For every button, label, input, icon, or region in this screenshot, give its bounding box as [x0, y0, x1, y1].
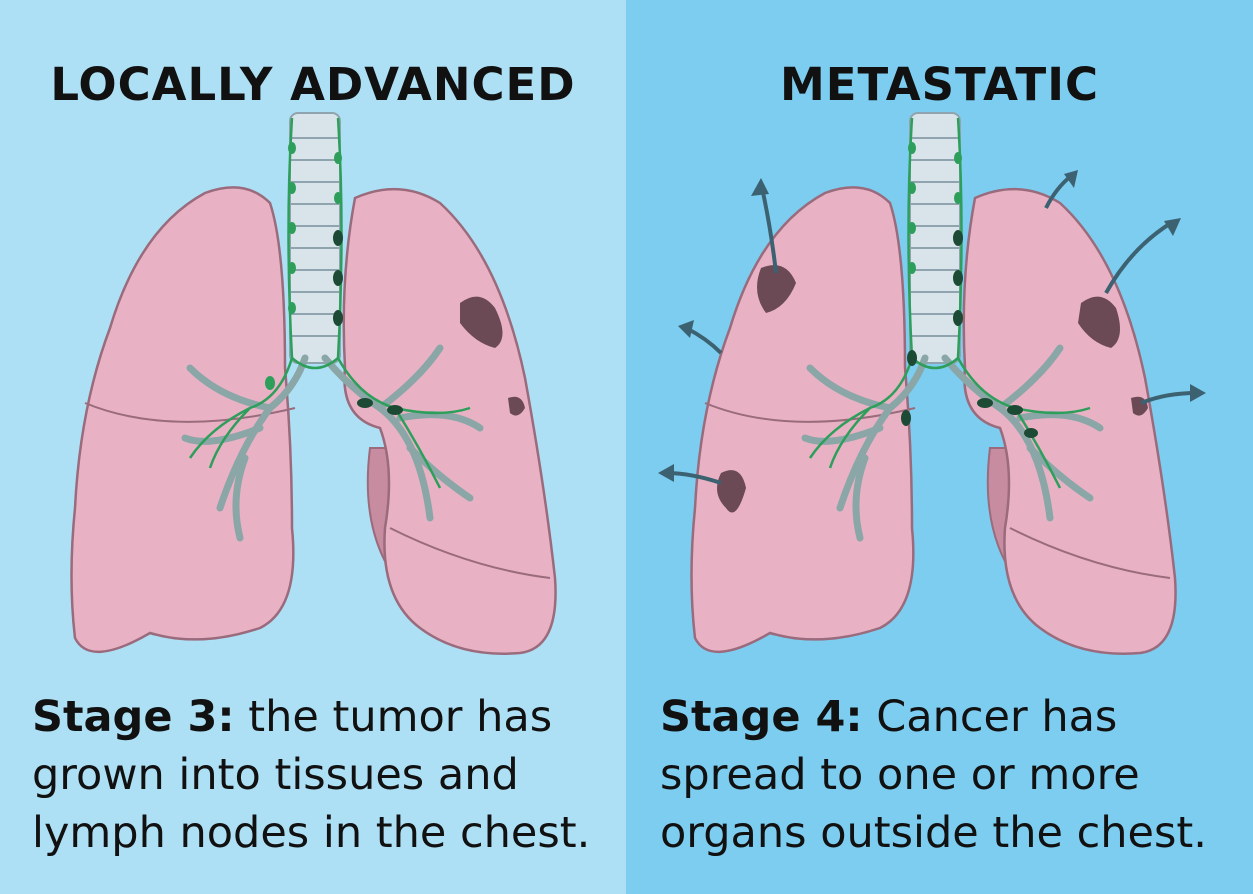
- stage3-caption: Stage 3: the tumor has grown into tissue…: [32, 688, 612, 862]
- tumor-lower-right-lung: [717, 470, 746, 513]
- stage4-caption: Stage 4: Cancer has spread to one or mor…: [660, 688, 1240, 862]
- trachea: [909, 112, 961, 364]
- affected-lymph-nodes: [333, 230, 403, 415]
- bronchi: [181, 344, 484, 542]
- left-lung: [342, 187, 557, 655]
- trachea: [289, 112, 341, 364]
- tumor-upper-right-lung: [757, 265, 796, 313]
- bronchi: [801, 344, 1104, 542]
- stage4-panel: METASTATIC: [626, 0, 1253, 894]
- lymph-nodes: [908, 142, 962, 274]
- stage4-title: METASTATIC: [780, 58, 1099, 111]
- stage3-panel: LOCALLY ADVANCED: [0, 0, 626, 894]
- lung-fissure-2: [389, 527, 551, 579]
- affected-lymph-nodes: [901, 230, 1038, 438]
- lymph-nodes: [265, 142, 342, 390]
- lung-fissure-2: [1009, 527, 1171, 579]
- primary-tumor: [460, 296, 503, 348]
- stage4-caption-label: Stage 4:: [660, 692, 863, 742]
- stage4-lungs-illustration: [658, 112, 1206, 655]
- stage3-title: LOCALLY ADVANCED: [50, 58, 576, 111]
- stage3-caption-text: the tumor has grown into tissues and lym…: [32, 692, 591, 858]
- stage3-caption-label: Stage 3:: [32, 692, 235, 742]
- tumor-upper-left-lung: [1078, 296, 1120, 348]
- stage4-caption-text: Cancer has spread to one or more organs …: [660, 692, 1207, 858]
- left-lung: [962, 187, 1177, 655]
- stage3-lungs-illustration: [70, 112, 557, 655]
- arrowheads: [658, 170, 1206, 482]
- small-tumor: [508, 396, 525, 416]
